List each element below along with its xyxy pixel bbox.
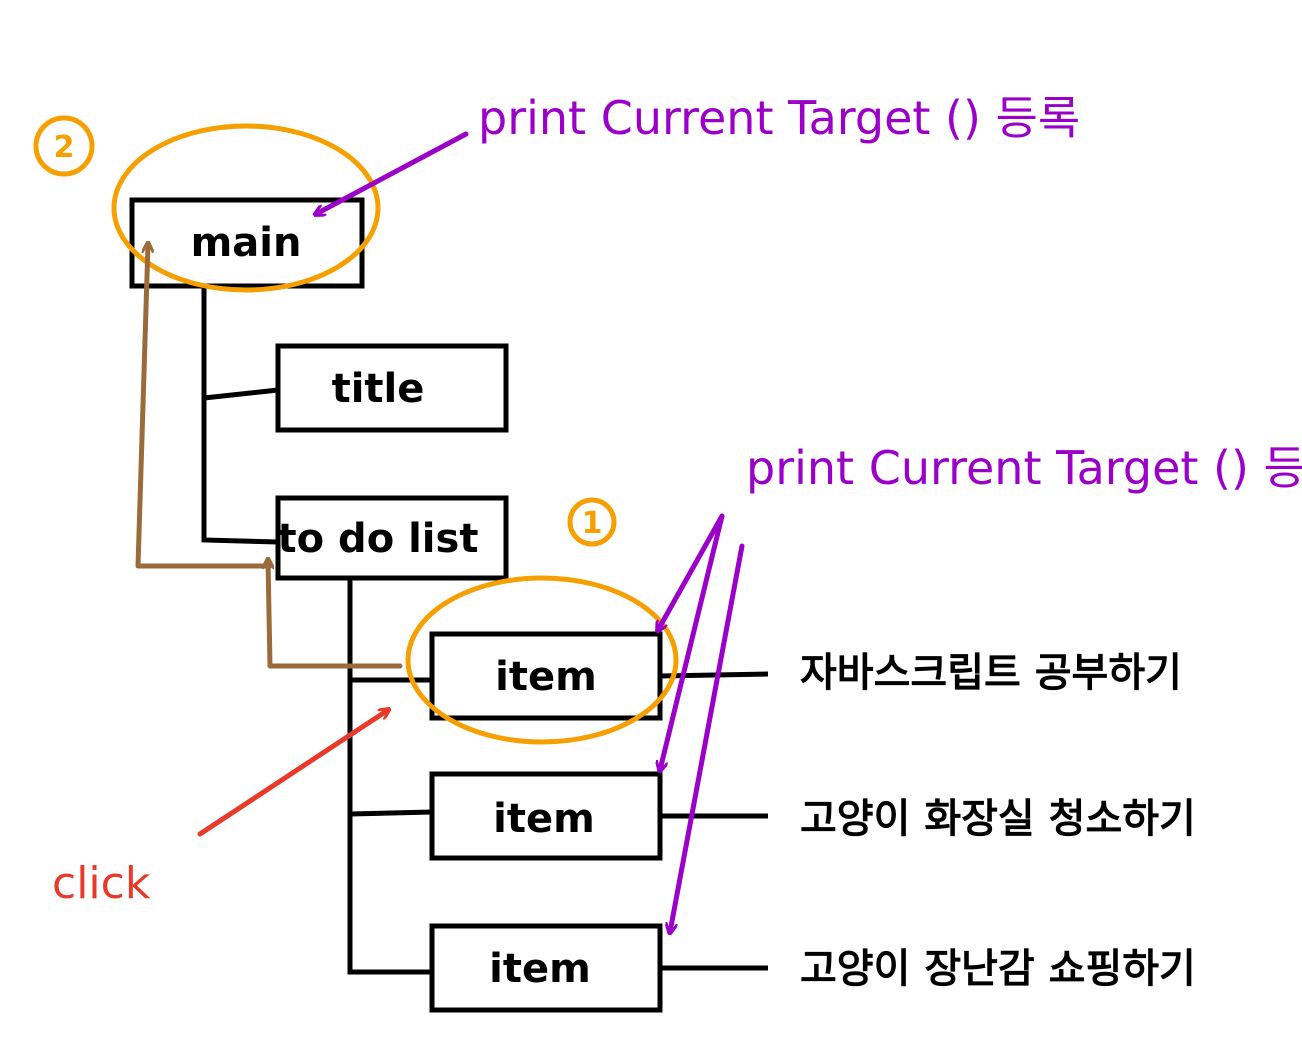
node-item-2: item: [429, 771, 663, 861]
node-item-1-box[interactable]: [429, 631, 663, 721]
main-to-title-branch: [203, 387, 279, 401]
click-label: click: [52, 858, 151, 909]
tree-connectors: [201, 286, 769, 975]
todo-to-item2-branch: [349, 809, 433, 817]
node-main-label: main: [191, 220, 302, 266]
node-todo-list-box: [275, 495, 509, 581]
click-indicator: click: [52, 710, 388, 909]
step-marker-2: 2: [33, 115, 95, 177]
bubble-todo-to-main-arrow: [135, 244, 273, 569]
main-handler-annotation: print Current Target () 등록: [478, 91, 1080, 145]
node-item-1-label: item: [495, 654, 597, 700]
step-marker-2-number: 2: [54, 130, 75, 165]
item-1-text: 자바스크립트 공부하기: [800, 650, 1182, 696]
node-item-2-label: item: [493, 796, 595, 842]
item-handler-annotation: print Current Target () 등록: [746, 441, 1302, 495]
item-1-highlight-ellipse: [405, 575, 679, 745]
click-arrow: [197, 710, 388, 837]
node-title: title: [275, 343, 509, 433]
step-marker-1: 1: [567, 497, 617, 547]
node-item-1[interactable]: item: [429, 631, 663, 721]
item-2-handler-arrow: [660, 513, 725, 770]
node-todo-list: to do list: [275, 495, 509, 581]
step-marker-1-circle: [567, 497, 617, 547]
item-2-text: 고양이 화장실 청소하기: [800, 796, 1196, 842]
bubble-item-to-todo-arrow: [268, 560, 403, 669]
item-3-text: 고양이 장난감 쇼핑하기: [800, 946, 1196, 992]
bubbling-arrows: [135, 244, 403, 669]
todo-to-items-line: [347, 580, 432, 975]
main-highlight-ellipse: [111, 123, 381, 293]
step-marker-1-number: 1: [582, 506, 603, 541]
item-1-handler-arrow: [658, 513, 725, 630]
node-title-label: title: [332, 366, 425, 412]
node-item-2-box: [429, 771, 663, 861]
main-handler-arrow: [316, 131, 469, 214]
node-main-box: [129, 197, 365, 289]
node-item-3: item: [429, 923, 663, 1013]
main-to-children-line: [201, 286, 279, 545]
node-todo-list-label: to do list: [278, 516, 479, 562]
node-main: main: [129, 197, 365, 289]
node-item-3-box: [429, 923, 663, 1013]
node-title-box: [275, 343, 509, 433]
item1-to-text-line: [659, 671, 769, 679]
purple-arrows: [316, 131, 745, 932]
node-item-3-label: item: [489, 946, 591, 992]
item-3-handler-arrow: [670, 543, 745, 932]
step-marker-2-circle: [33, 115, 95, 177]
